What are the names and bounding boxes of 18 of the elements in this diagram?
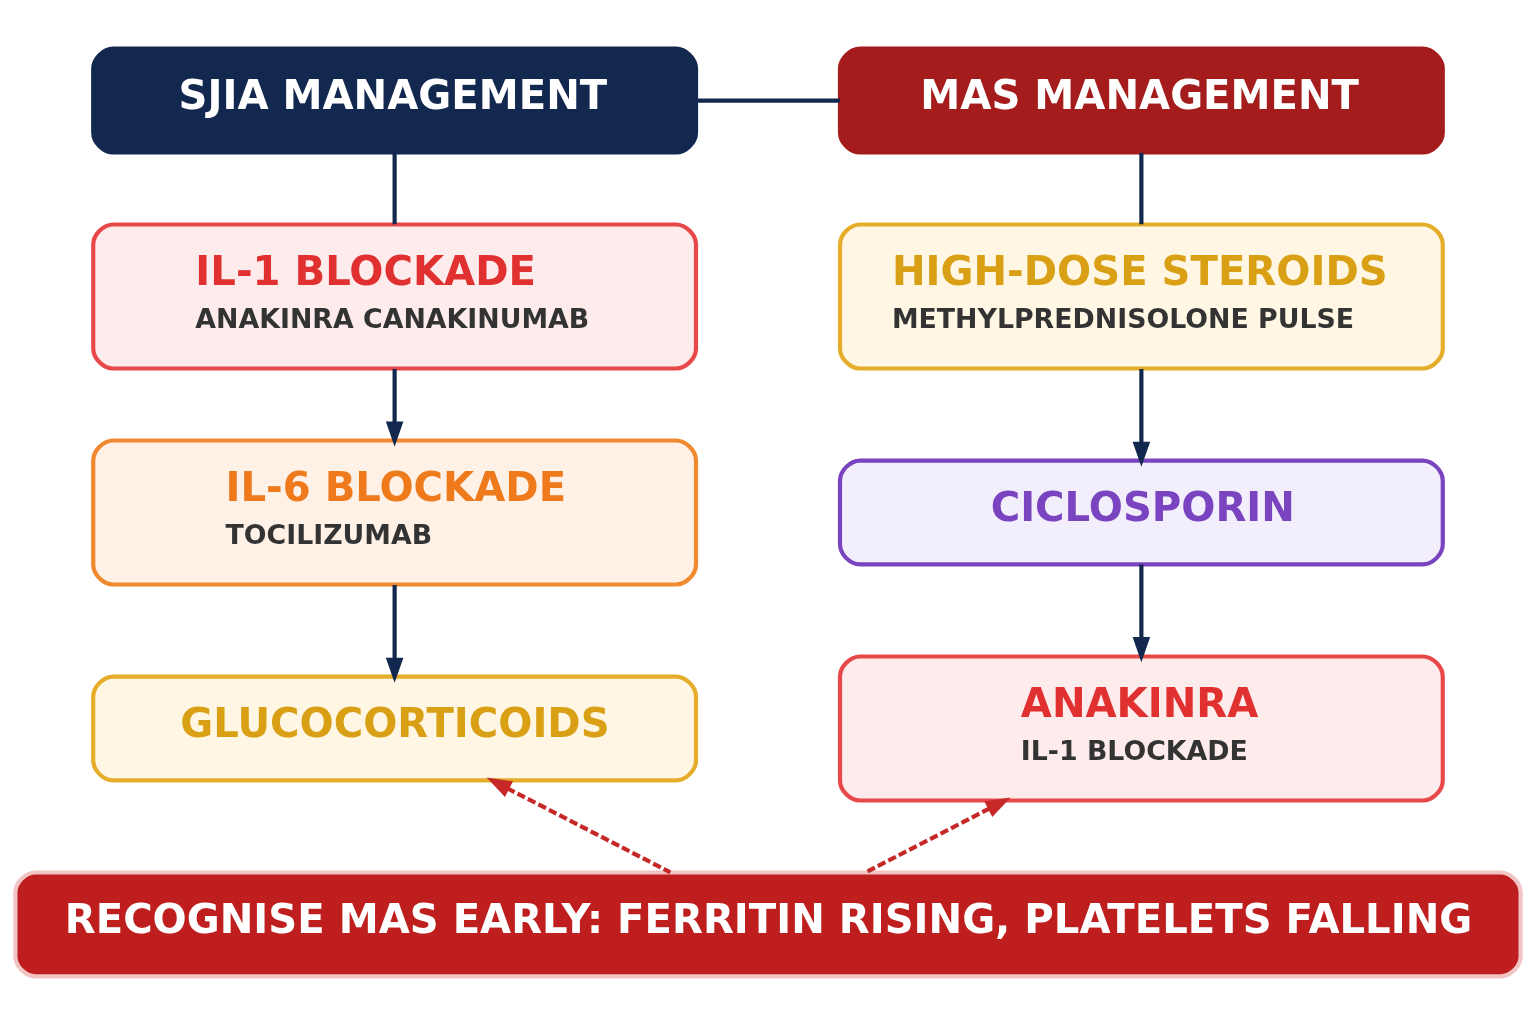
connector — [392, 152, 397, 224]
node-box: RECOGNISE MAS EARLY: FERRITIN RISING, PLATELETS FALLING — [13, 869, 1523, 978]
arrow — [1132, 564, 1151, 662]
node-box: GLUCOCORTICOIDS — [91, 674, 699, 782]
node-box: HIGH-DOSE STEROIDS METHYLPREDNISOLONE PULSE — [837, 221, 1445, 371]
node-box: CICLOSPORIN — [837, 458, 1445, 566]
node-box: IL-6 BLOCKADE TOCILIZUMAB — [91, 437, 699, 587]
connector — [1139, 152, 1144, 224]
arrow — [385, 584, 404, 683]
node-box: IL-1 BLOCKADE ANAKINRA CANAKINUMAB — [91, 221, 699, 371]
node-box: ANAKINRA IL-1 BLOCKADE — [837, 653, 1445, 803]
connector — [696, 98, 840, 103]
node-box: SJIA MANAGEMENT — [91, 46, 699, 155]
arrow — [864, 797, 1011, 874]
arrow — [1132, 368, 1151, 467]
node-box: MAS MANAGEMENT — [837, 46, 1445, 155]
arrow — [486, 777, 672, 874]
arrow — [385, 368, 404, 447]
